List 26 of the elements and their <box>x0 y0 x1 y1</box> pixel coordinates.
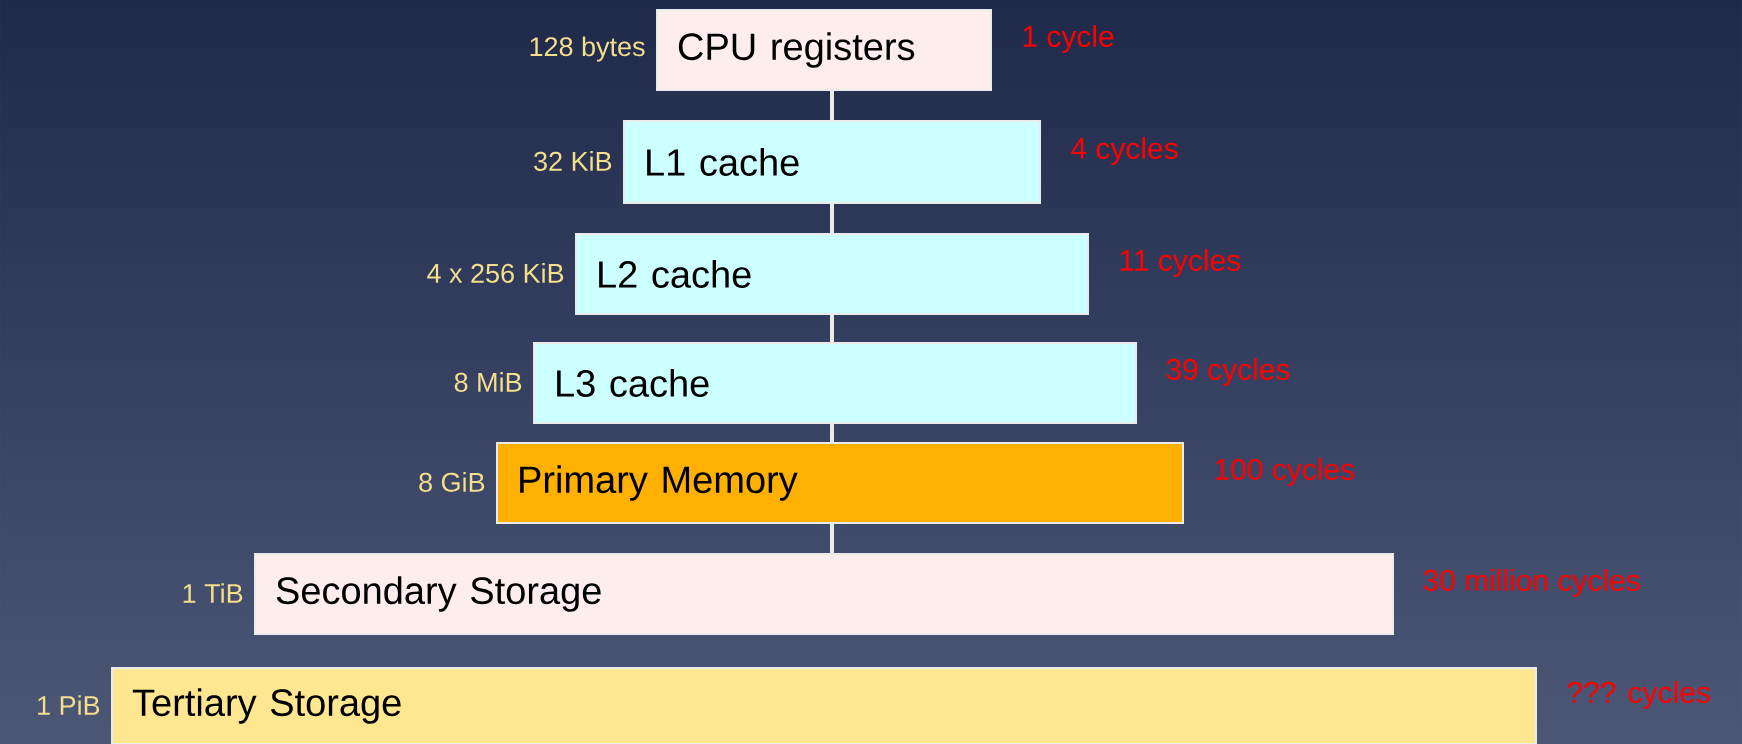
level-box: Tertiary Storage <box>111 667 1537 744</box>
connector-line <box>830 91 834 120</box>
level-box: L2 cache <box>575 233 1089 315</box>
connector-line <box>830 424 834 442</box>
size-label: 8 GiB <box>419 472 485 492</box>
latency-label: 11 cycles <box>1120 249 1241 277</box>
level-box: L1 cache <box>623 120 1041 204</box>
latency-label: 30 million cycles <box>1423 569 1640 597</box>
size-label: 32 KiB <box>534 151 612 171</box>
latency-label: 1 cycle <box>1023 25 1114 53</box>
connector-line <box>830 315 834 342</box>
size-label: 1 TiB <box>183 583 243 603</box>
level-box: CPU registers <box>656 9 992 91</box>
level-box: Secondary Storage <box>254 553 1394 635</box>
latency-label: 100 cycles <box>1215 458 1354 486</box>
latency-label: ??? cycles <box>1567 681 1710 709</box>
size-label: 4 x 256 KiB <box>427 263 564 283</box>
connector-line <box>830 524 834 553</box>
size-label: 8 MiB <box>454 372 522 392</box>
level-box: L3 cache <box>533 342 1137 424</box>
level-box: Primary Memory <box>496 442 1184 524</box>
size-label: 1 PiB <box>38 695 100 715</box>
connector-line <box>830 204 834 233</box>
size-label: 128 bytes <box>530 36 645 62</box>
latency-label: 4 cycles <box>1071 137 1178 165</box>
latency-label: 39 cycles <box>1166 358 1290 386</box>
